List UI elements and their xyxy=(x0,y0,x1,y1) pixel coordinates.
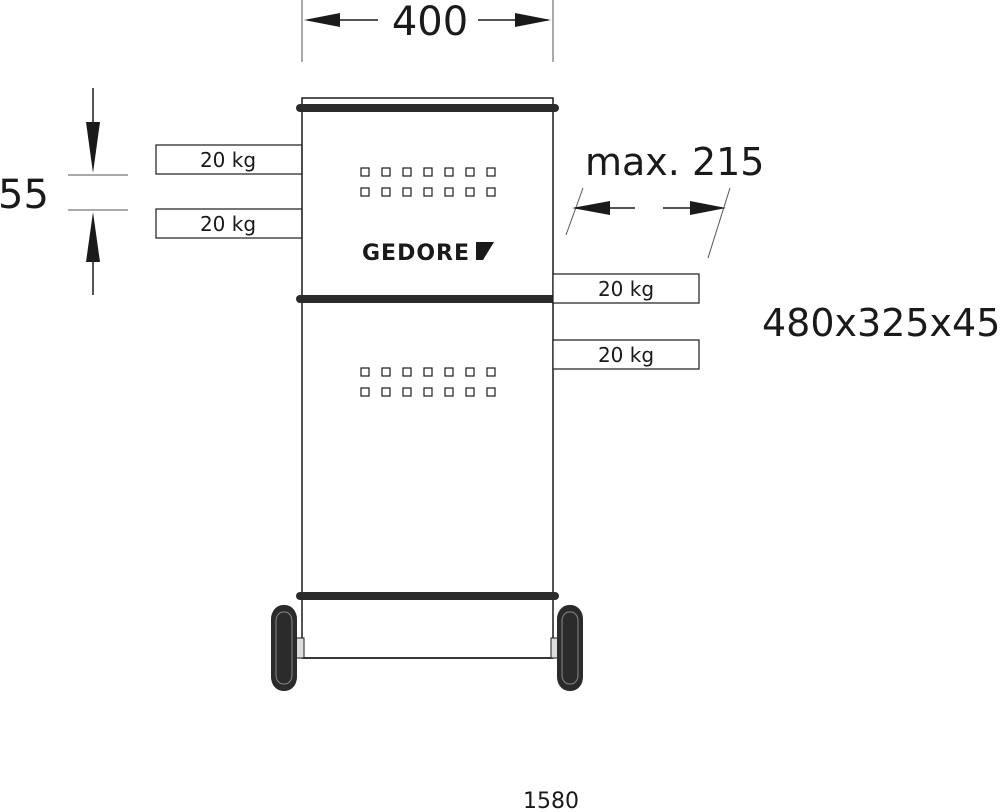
upper-perforation xyxy=(360,167,496,197)
width-dimension: 400 xyxy=(301,0,554,62)
shelf-size-label: 480x325x45 xyxy=(762,301,1000,345)
trolley-frame xyxy=(295,97,560,659)
left-wheel xyxy=(271,605,297,691)
height-label: 1580 xyxy=(523,789,579,812)
left-load-upper: 20 kg xyxy=(155,144,303,175)
arrow-right-icon xyxy=(515,13,551,27)
arrow-down-icon xyxy=(86,122,100,173)
width-label: 400 xyxy=(392,0,468,45)
arrow-up-icon xyxy=(86,212,100,262)
right-load-lower: 20 kg xyxy=(552,339,700,370)
max-depth-dimension: max. 215 xyxy=(565,140,764,259)
arrow-left-icon xyxy=(304,13,340,27)
max-depth-label: max. 215 xyxy=(585,140,764,184)
brand-name: GEDORE xyxy=(362,241,470,266)
right-load-upper: 20 kg xyxy=(552,273,700,304)
gap-label: 55 xyxy=(0,172,49,218)
right-wheel xyxy=(557,605,583,691)
logo-mark-icon xyxy=(476,242,494,260)
arrow-right-icon xyxy=(690,201,726,215)
load-label: 20 kg xyxy=(598,277,654,301)
arrow-left-icon xyxy=(572,201,610,215)
left-load-lower: 20 kg xyxy=(155,208,303,239)
load-label: 20 kg xyxy=(200,212,256,236)
gedore-logo: GEDORE xyxy=(362,241,494,266)
load-label: 20 kg xyxy=(598,343,654,367)
gap-dimension: 55 xyxy=(0,88,128,295)
load-label: 20 kg xyxy=(200,148,256,172)
lower-perforation xyxy=(360,367,496,397)
